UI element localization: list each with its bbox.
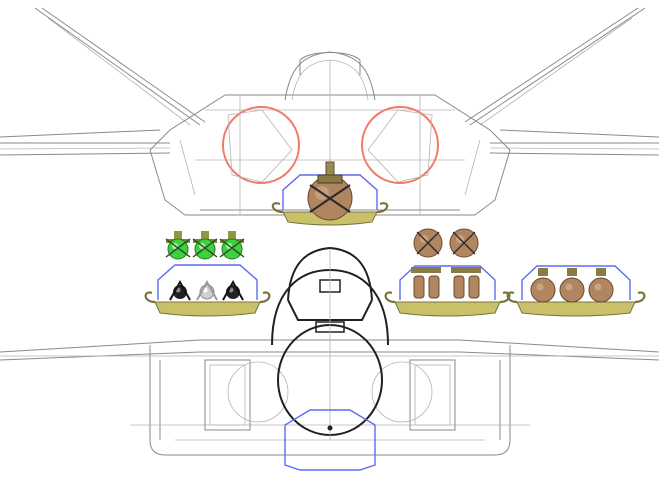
bomb-store-icon: [413, 228, 443, 258]
small-diameter-bomb-store-icon: [219, 231, 245, 260]
missile-store-icon: [196, 279, 218, 301]
weapon-bay-tray-icon: [154, 301, 261, 317]
weapon-bay-tray-icon: [516, 301, 636, 317]
left-wing-lines: [0, 7, 206, 156]
left-bay-outline: [157, 264, 258, 300]
legacy-left-intake: [204, 359, 251, 431]
bomb-store-icon: [559, 268, 585, 303]
missile-store-icon: [169, 279, 191, 301]
left-tray-hook-right: [259, 291, 271, 304]
right-bay-outline: [521, 265, 631, 300]
legacy-fighter-front-view-icon: [0, 246, 659, 471]
weapon-bay-middle: [384, 228, 511, 317]
legacy-canopy: [271, 246, 389, 440]
weapon-bay-right: [506, 265, 646, 317]
middle-bay-outline: [399, 265, 496, 300]
center-tray-hook-left: [271, 202, 284, 214]
legacy-right-intake: [409, 359, 456, 431]
small-bomb-pair-right: [451, 267, 481, 299]
bomb-store-icon: [449, 228, 479, 258]
bomb-store-icon: [588, 268, 614, 303]
right-intake-ring: [361, 106, 439, 184]
left-intake-lip: [227, 109, 293, 183]
left-intake-ring: [222, 106, 300, 184]
right-tray-hook-left: [506, 291, 518, 304]
legacy-wing-lines: [0, 339, 659, 361]
legacy-right-engine: [371, 361, 433, 423]
missile-store-icon: [222, 279, 244, 301]
bomb-store-icon: [530, 268, 556, 303]
weapon-bay-tray-icon: [394, 301, 501, 317]
legacy-bay-outline: [284, 409, 376, 471]
legacy-right-intake-inner: [414, 364, 451, 426]
small-diameter-bomb-store-icon: [165, 231, 191, 260]
stealth-fighter-front-view-icon: [0, 7, 659, 226]
middle-tray-hook-right: [499, 291, 511, 304]
weapon-bay-left: [144, 264, 271, 317]
right-tray-hook-right: [634, 291, 646, 304]
right-intake-lip: [367, 109, 433, 183]
small-diameter-bomb-store-icon: [192, 231, 218, 260]
center-bomb-store-icon: [307, 161, 353, 221]
center-tray-hook-right: [376, 202, 389, 214]
left-tray-hook-left: [144, 291, 156, 304]
legacy-left-intake-inner: [209, 364, 246, 426]
small-bomb-pair-left: [411, 267, 441, 299]
right-wing-lines: [464, 7, 659, 156]
middle-tray-hook-left: [384, 291, 396, 304]
small-diameter-bomb-row-green: [165, 231, 245, 260]
legacy-left-engine: [227, 361, 289, 423]
